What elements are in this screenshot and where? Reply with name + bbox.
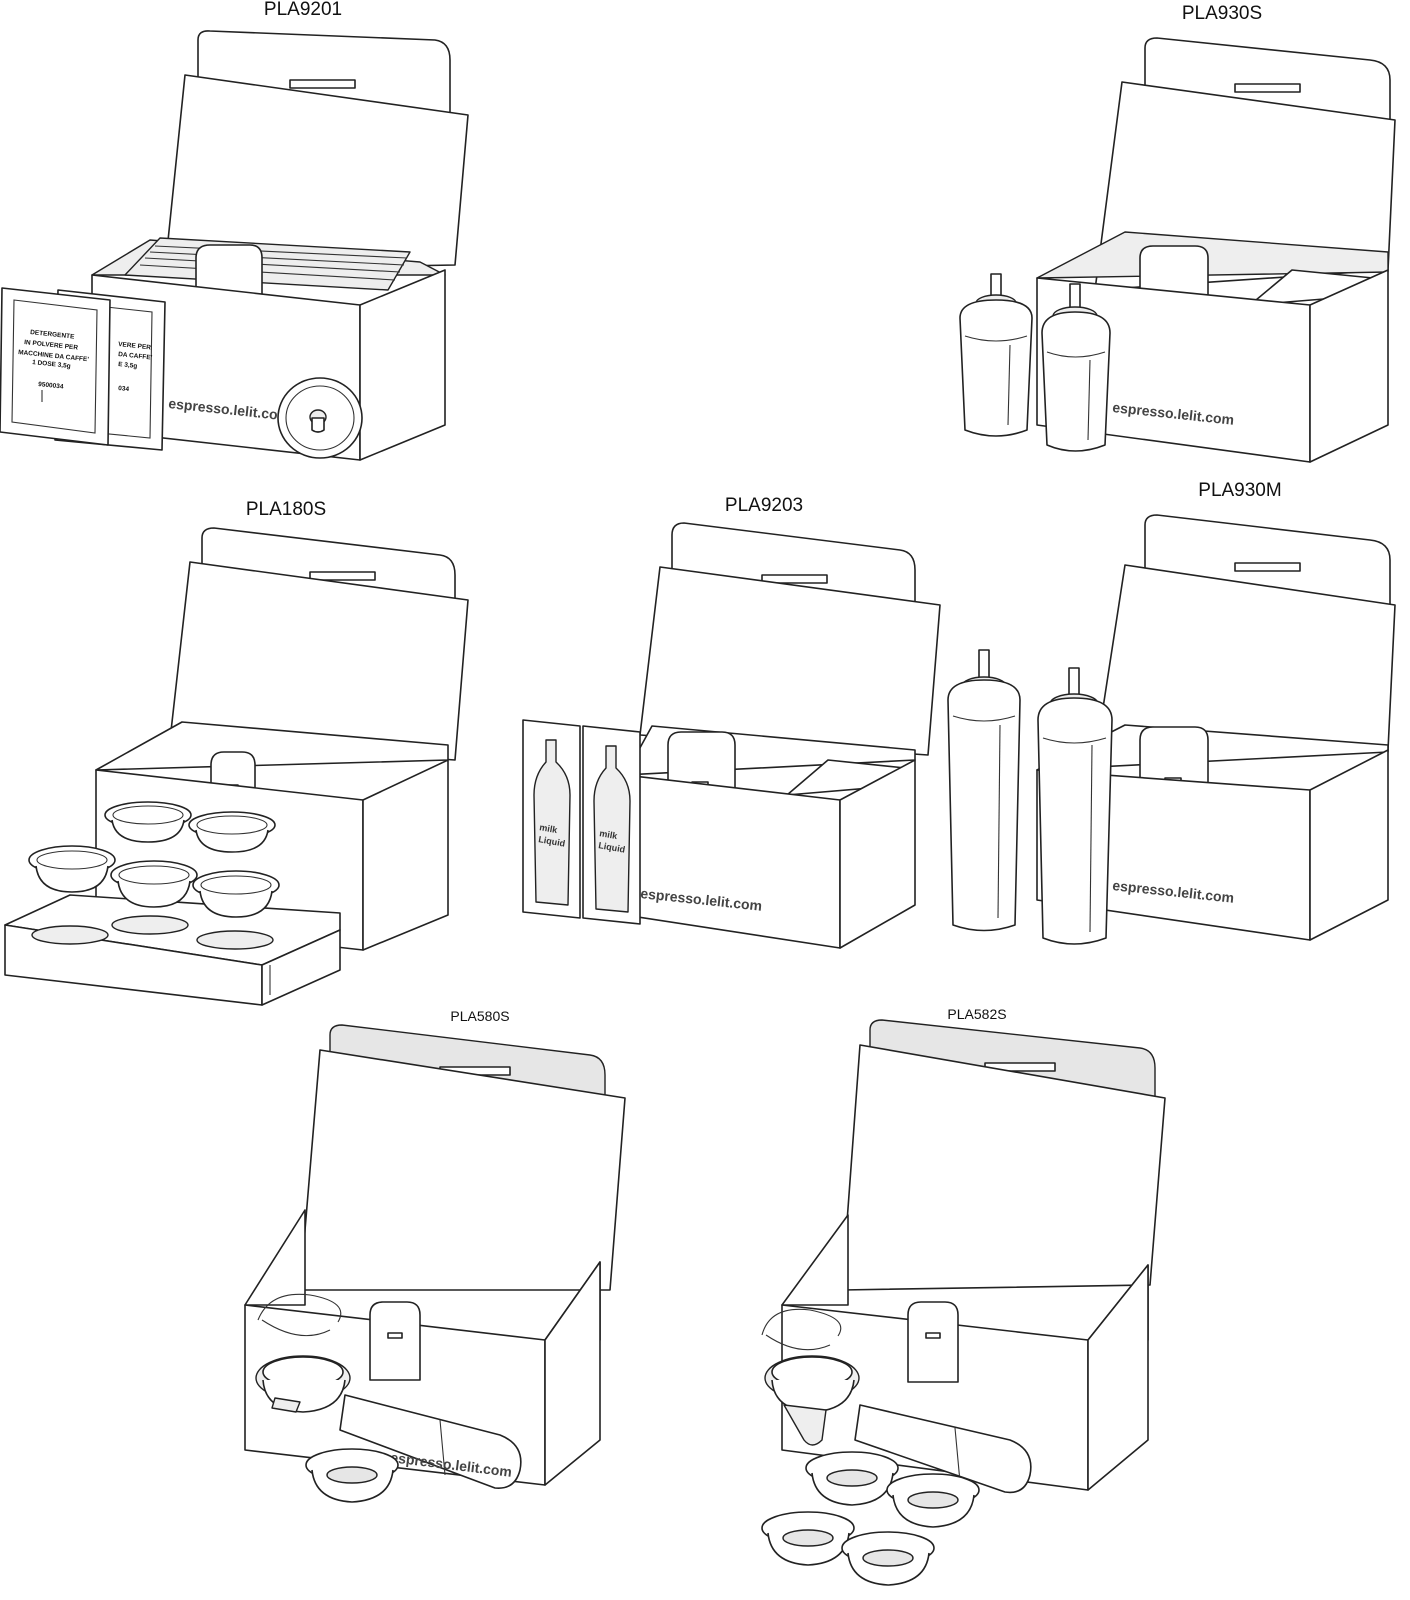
sachet-partial-line3: DA CAFFE' (118, 351, 153, 362)
kit-pla930s: espresso.lelit.com (959, 37, 1396, 463)
filter-basket (188, 811, 276, 853)
water-filter-tall-1 (947, 649, 1021, 932)
bottle-label-line1: milk (539, 822, 559, 835)
water-filter-2 (1041, 283, 1111, 452)
cleaning-sachet-front: DETERGENTE IN POLVERE PER MACCHINE DA CA… (0, 287, 111, 446)
sachet-partial-line4: E 3,5g (118, 361, 138, 370)
water-filter-tall-2 (1037, 667, 1113, 945)
portafilter (764, 1355, 1032, 1494)
sachet-partial-line2: VERE PER (118, 341, 152, 351)
kit-label-pla930m: PLA930M (1198, 480, 1281, 501)
portafilter (255, 1355, 522, 1489)
filter-basket (886, 1473, 980, 1528)
filter-basket (192, 870, 280, 918)
filter-basket (841, 1531, 935, 1586)
sachet-partial-code: 034 (118, 385, 130, 393)
kit-pla180s (4, 527, 469, 1006)
basket-tray (4, 894, 341, 1006)
water-filter-1 (959, 273, 1033, 437)
milk-cleaner-sachet-1: milk Liquid (522, 719, 581, 919)
kit-label-pla180s: PLA180S (246, 499, 326, 520)
kit-pla582s (761, 1019, 1166, 1586)
filter-basket (104, 801, 192, 843)
kit-label-pla580s: PLA580S (450, 1008, 509, 1024)
kit-pla930m: espresso.lelit.com (947, 514, 1396, 945)
kit-pla580s: espresso.lelit.com (244, 1024, 626, 1503)
sachet-line4: 1 DOSE 3,5g (32, 359, 71, 370)
sachet-line1: DETERGENTE (30, 329, 76, 341)
blind-filter-disc (277, 377, 363, 459)
filter-basket (805, 1451, 899, 1506)
kit-pla9201: espresso.lelit.com VERE PER DA CAFFE' E … (0, 30, 469, 461)
bottle-label-line2: Liquid (598, 840, 626, 855)
filter-basket (761, 1511, 855, 1566)
milk-cleaner-sachet-2: milk Liquid (582, 725, 641, 925)
filter-basket (28, 845, 116, 893)
kit-pla9203: espresso.lelit.com milk Liquid milk Liqu… (522, 522, 941, 949)
filter-basket (305, 1448, 399, 1503)
filter-basket (110, 860, 198, 908)
sachet-code: 9500034 (38, 381, 64, 391)
kit-label-pla930s: PLA930S (1182, 3, 1262, 24)
bottle-label-line2: Liquid (538, 834, 566, 849)
kit-label-pla9203: PLA9203 (725, 495, 803, 516)
bottle-label-line1: milk (599, 828, 619, 841)
kit-label-pla582s: PLA582S (947, 1006, 1006, 1022)
kit-label-pla9201: PLA9201 (264, 0, 342, 20)
